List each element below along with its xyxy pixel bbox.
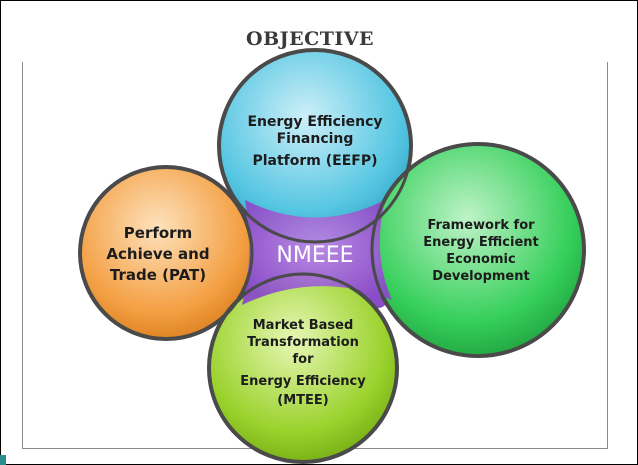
label-right-line-4: Development <box>432 269 529 284</box>
label-left: Perform Achieve and Trade (PAT) <box>106 224 209 284</box>
label-bottom-line-2: Transformation <box>247 335 359 350</box>
slide-title: OBJECTIVE <box>246 28 374 50</box>
center-overlay <box>242 200 392 305</box>
label-bottom-line-5: (MTEE) <box>277 393 328 408</box>
label-top-line-1: Energy Efficiency <box>247 114 382 130</box>
corner-mark <box>0 455 6 465</box>
label-left-line-3: Trade (PAT) <box>110 266 206 284</box>
label-top-line-3: Platform (EEFP) <box>252 153 377 169</box>
label-bottom-line-1: Market Based <box>253 318 354 333</box>
label-right-line-1: Framework for <box>427 218 535 233</box>
label-left-line-2: Achieve and <box>106 245 209 263</box>
label-right-line-3: Economic <box>446 252 515 267</box>
label-bottom-line-3: for <box>293 352 315 367</box>
center-label: NMEEE <box>276 243 353 268</box>
label-top-line-2: Financing <box>277 131 354 147</box>
label-bottom: Market Based Transformation for Energy E… <box>240 318 366 408</box>
label-top: Energy Efficiency Financing Platform (EE… <box>247 114 382 169</box>
label-bottom-line-4: Energy Efficiency <box>240 374 366 389</box>
label-right: Framework for Energy Efficient Economic … <box>423 218 539 284</box>
label-right-line-2: Energy Efficient <box>423 235 539 250</box>
label-left-line-1: Perform <box>124 224 192 242</box>
